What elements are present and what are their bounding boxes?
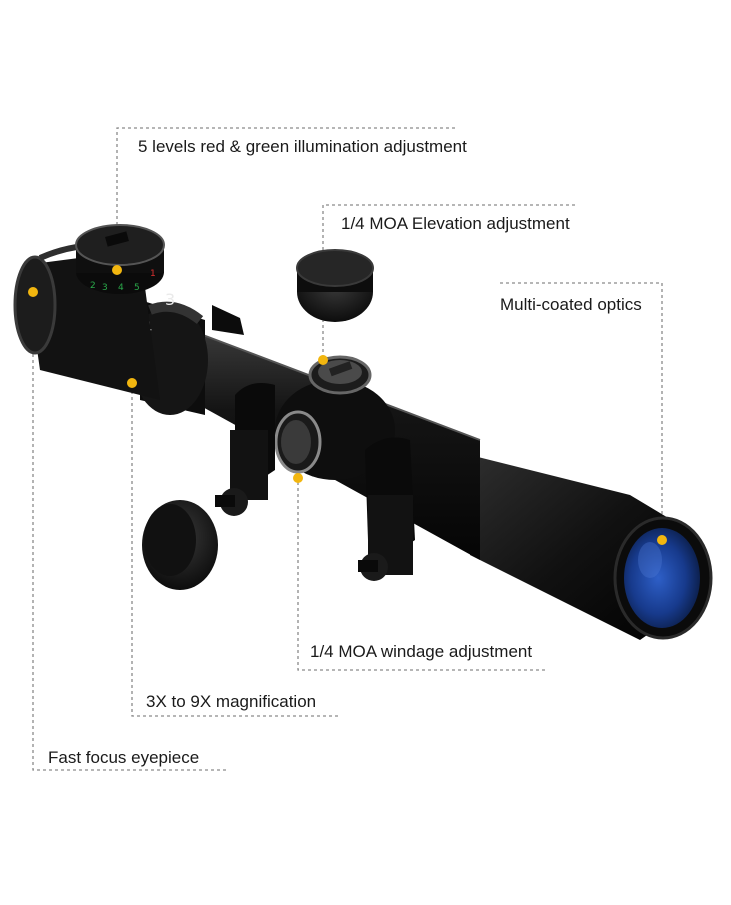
marker-illumination	[112, 265, 122, 275]
mag-number-3: 3	[165, 290, 175, 309]
leader-eyepiece	[32, 292, 226, 771]
dial-number-1: 1	[150, 269, 156, 279]
dial-number-5: 5	[134, 283, 140, 293]
scope-mount-rings	[215, 382, 415, 581]
marker-optics	[657, 535, 667, 545]
dial-number-2: 2	[90, 281, 96, 291]
marker-windage	[293, 473, 303, 483]
marker-eyepiece	[28, 287, 38, 297]
objective-bell	[470, 455, 713, 640]
leader-illumination	[116, 127, 455, 270]
label-elevation: 1/4 MOA Elevation adjustment	[341, 214, 570, 233]
label-illumination: 5 levels red & green illumination adjust…	[138, 137, 467, 156]
illumination-dial: 2 3 4 5 1	[75, 224, 165, 294]
leader-windage	[297, 478, 545, 671]
turret-housing	[274, 355, 395, 480]
marker-dots	[28, 265, 667, 545]
dial-number-3: 3	[102, 283, 108, 293]
leader-magnification	[131, 383, 338, 717]
label-eyepiece: Fast focus eyepiece	[48, 748, 200, 767]
eyepiece-assembly: 5 4 3	[13, 242, 244, 415]
label-optics: Multi-coated optics	[500, 295, 642, 314]
leader-lines	[32, 127, 663, 771]
label-magnification: 3X to 9X magnification	[146, 692, 317, 711]
label-windage: 1/4 MOA windage adjustment	[310, 642, 533, 661]
marker-elevation	[318, 355, 328, 365]
turret-caps	[142, 249, 374, 590]
marker-magnification	[127, 378, 137, 388]
dial-number-4: 4	[118, 283, 124, 293]
eyepiece-end	[13, 255, 57, 355]
windage-turret	[281, 420, 311, 464]
objective-lens	[624, 528, 700, 628]
leader-optics	[500, 282, 663, 540]
